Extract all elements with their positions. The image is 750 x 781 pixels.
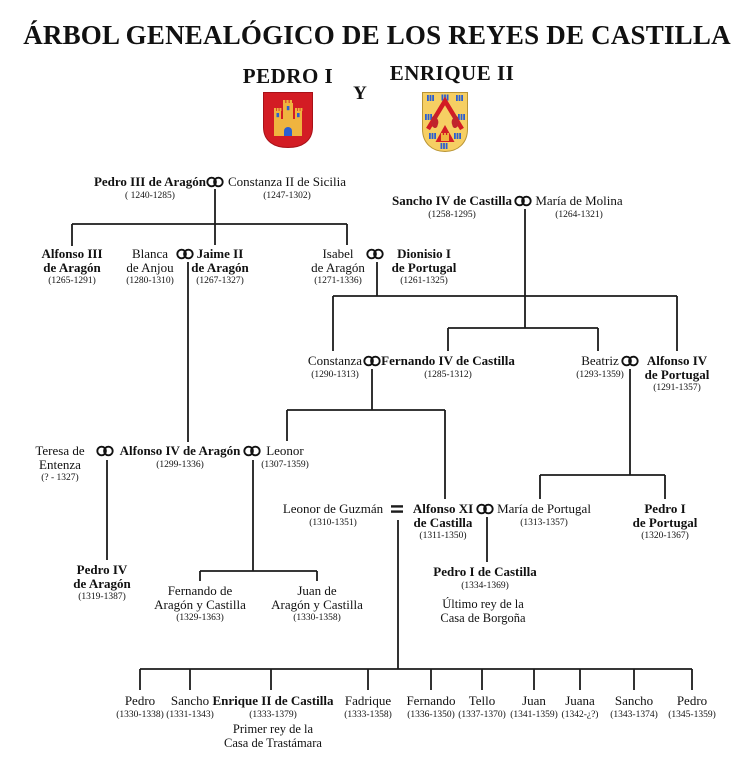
person-pedro-iii-de-aragon: Pedro III de Aragón( 1240-1285)	[93, 174, 207, 201]
person-pedro-1345: Pedro(1345-1359)	[668, 693, 716, 720]
person-leonor: Leonor(1307-1359)	[261, 443, 309, 470]
person-beatriz: Beatriz(1293-1359)	[576, 353, 624, 380]
person-fernando-iv-de-castilla: Fernando IV de Castilla(1285-1312)	[381, 353, 515, 380]
marriage-rings-icon	[243, 445, 261, 457]
marriage-rings-icon	[206, 176, 224, 188]
person-tello: Tello(1337-1370)	[458, 693, 506, 720]
page-title: ÁRBOL GENEALÓGICO DE LOS REYES DE CASTIL…	[23, 20, 731, 50]
subtitle-enrique-ii: ENRIQUE II	[389, 61, 515, 85]
marriage-rings-icon	[363, 355, 381, 367]
marriage-rings-icon	[366, 248, 384, 260]
person-sancho-1343: Sancho(1343-1374)	[610, 693, 658, 720]
subtitle-conjunction: Y	[353, 83, 367, 104]
person-juana-1342: Juana(1342-¿?)	[561, 693, 599, 720]
union-equals-icon	[391, 505, 403, 513]
person-constanza-ii-de-sicilia: Constanza II de Sicilia(1247-1302)	[227, 174, 347, 201]
person-alfonso-iv-de-aragon: Alfonso IV de Aragón(1299-1336)	[119, 443, 241, 470]
marriage-rings-icon	[514, 195, 532, 207]
person-maria-de-portugal: María de Portugal(1313-1357)	[497, 501, 591, 528]
person-pedro-i-de-castilla: Pedro I de Castilla(1334-1369)	[433, 564, 537, 591]
subtitle-pedro-i: PEDRO I	[242, 64, 334, 88]
person-enrique-ii-de-castilla: Enrique II de Castilla(1333-1379)	[212, 693, 334, 720]
person-sancho-iv-de-castilla: Sancho IV de Castilla(1258-1295)	[391, 193, 513, 220]
person-juan-1341: Juan(1341-1359)	[510, 693, 558, 720]
person-pedro-1330: Pedro(1330-1338)	[116, 693, 164, 720]
person-fadrique: Fadrique(1333-1358)	[344, 693, 392, 720]
castile-coat-of-arms-icon	[263, 92, 313, 149]
person-fernando-1336: Fernando(1336-1350)	[406, 693, 456, 720]
marriage-rings-icon	[476, 503, 494, 515]
person-leonor-de-guzman: Leonor de Guzmán(1310-1351)	[282, 501, 384, 528]
person-constanza: Constanza(1290-1313)	[307, 353, 363, 380]
marriage-rings-icon	[96, 445, 114, 457]
person-sancho-1331: Sancho(1331-1343)	[166, 693, 214, 720]
marriage-rings-icon	[621, 355, 639, 367]
enrique-ii-coat-of-arms-icon	[422, 92, 468, 153]
person-maria-de-molina: María de Molina(1264-1321)	[535, 193, 623, 220]
